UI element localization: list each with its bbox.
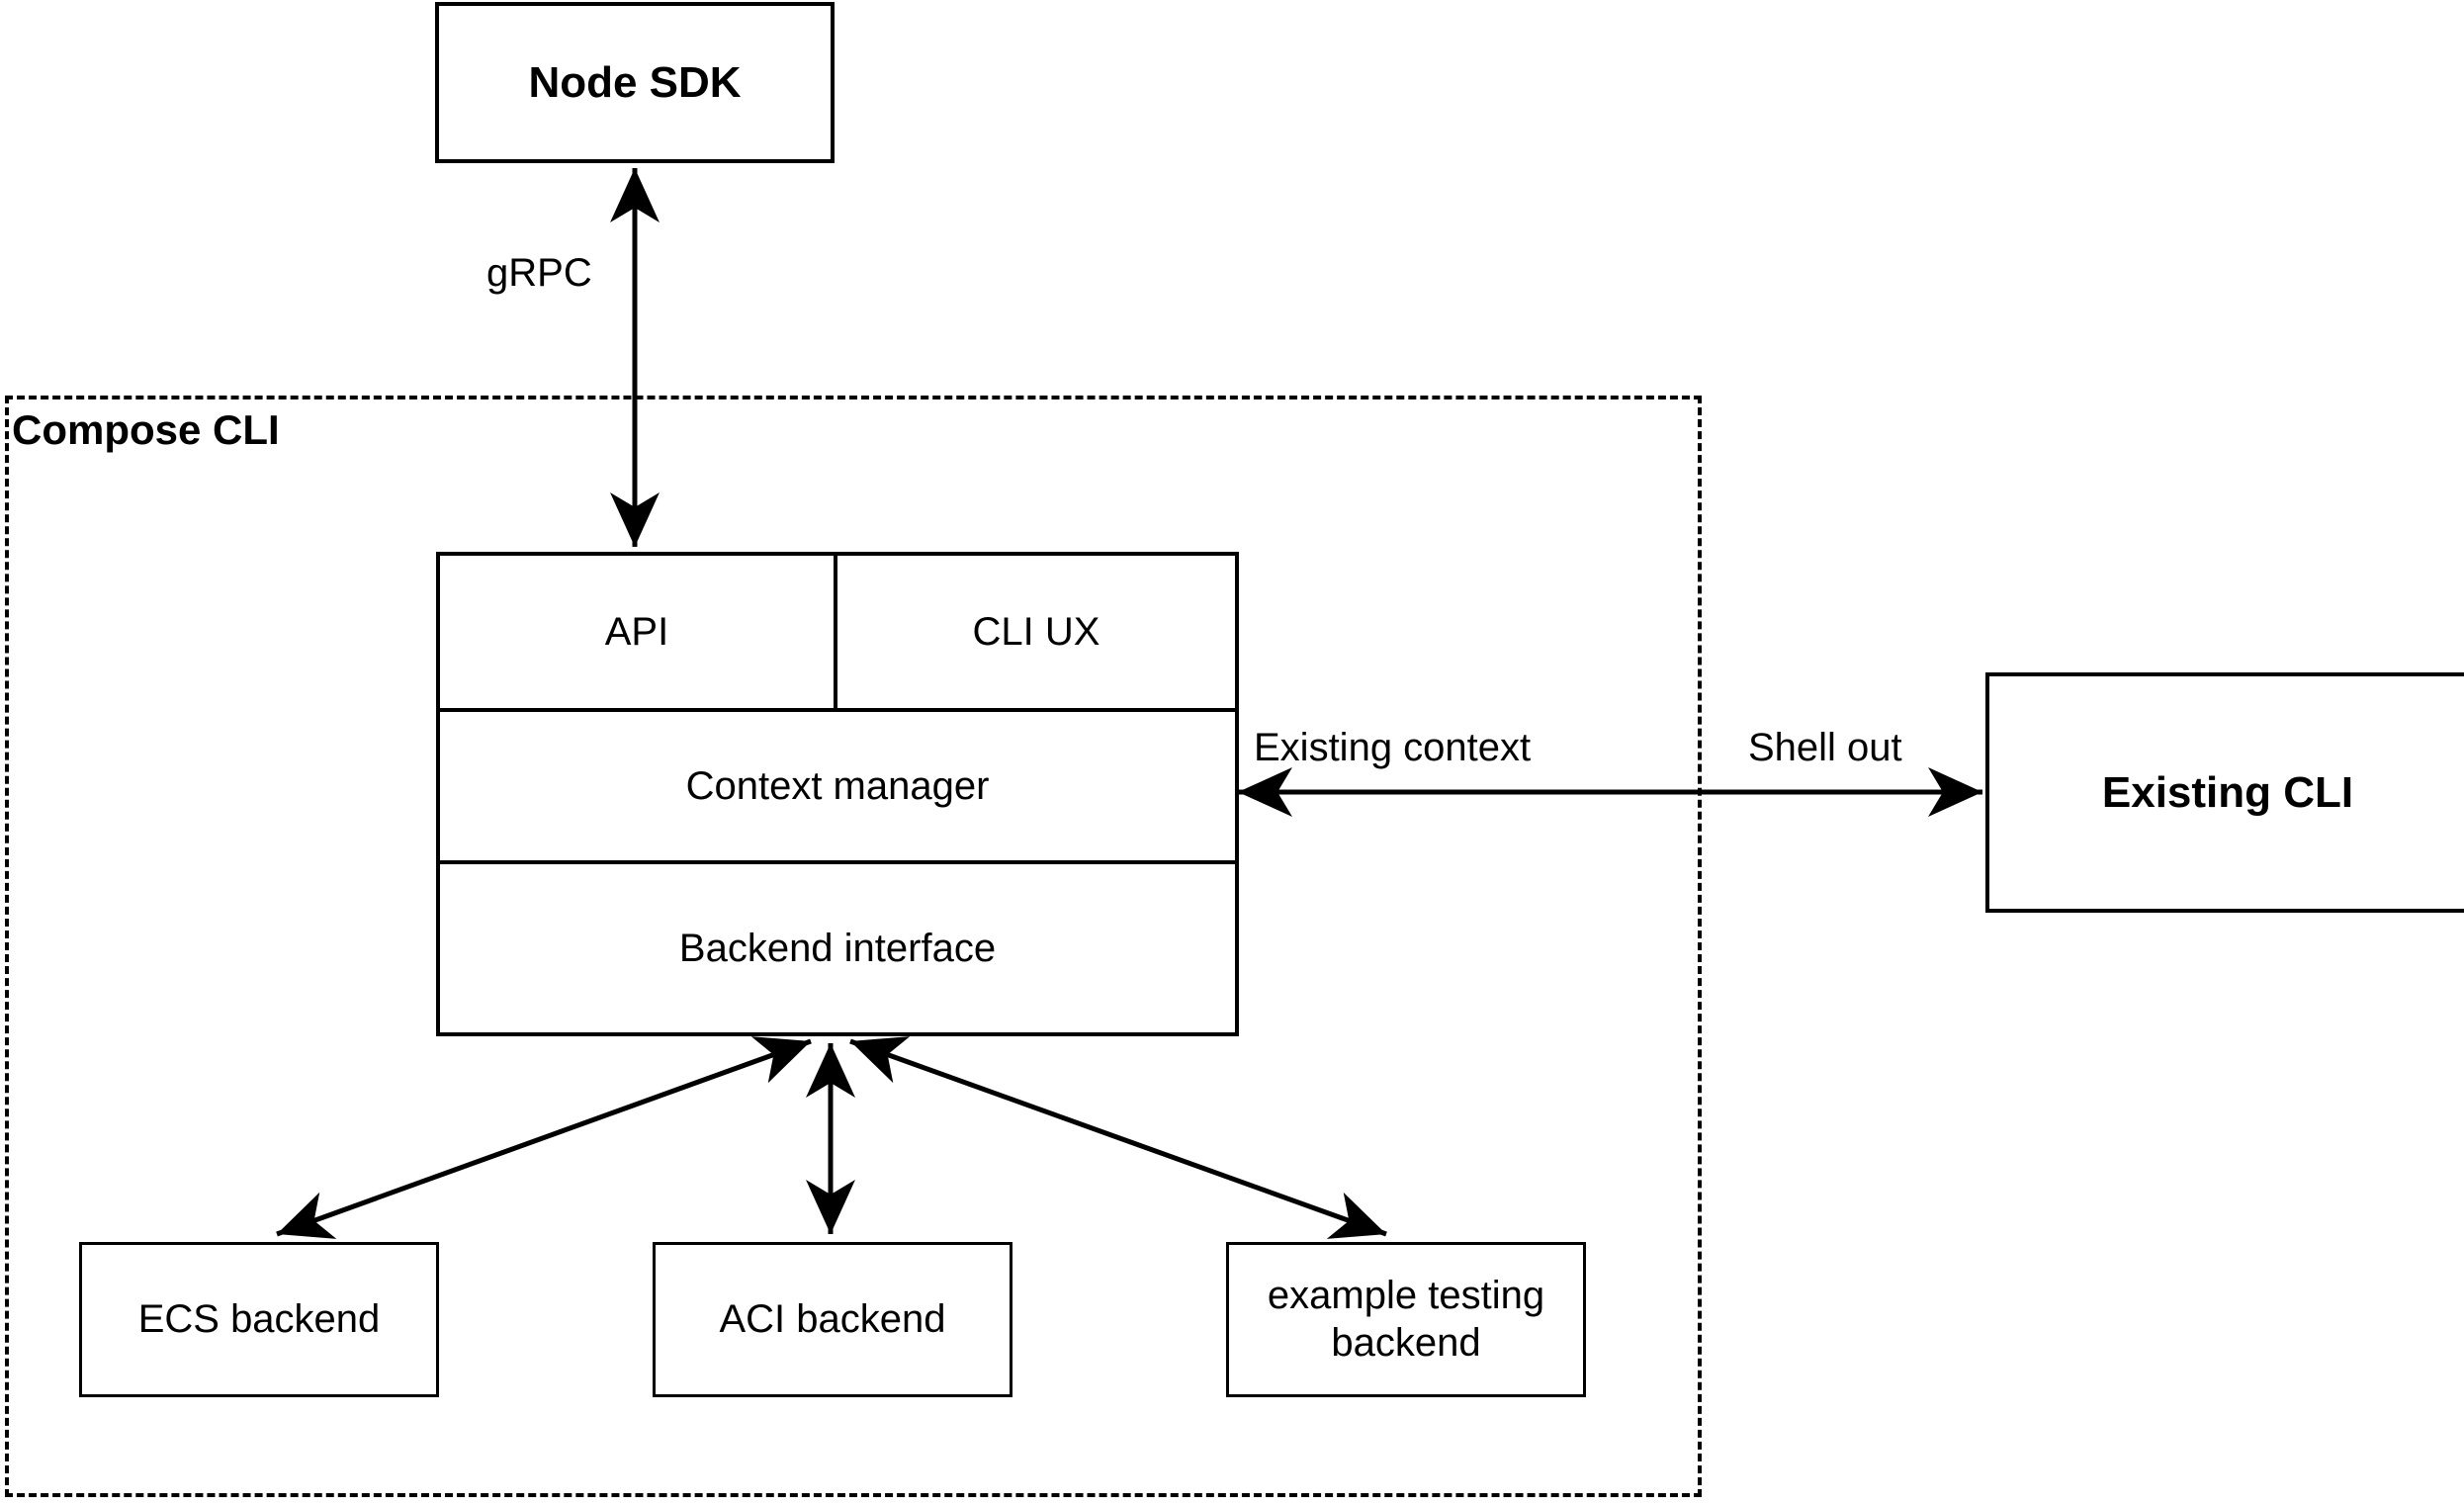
compose-cli-boundary	[5, 396, 1702, 1497]
stack-row-api-cliux: API CLI UX	[440, 556, 1235, 712]
node-backend-interface-label: Backend interface	[678, 926, 997, 970]
edge-backend-example	[849, 1036, 1387, 1239]
node-node-sdk-label: Node SDK	[528, 57, 742, 107]
stack-row-backend-interface: Backend interface	[440, 864, 1235, 1032]
node-cli-ux-label: CLI UX	[972, 609, 1100, 654]
node-node-sdk[interactable]: Node SDK	[435, 2, 835, 163]
node-example-testing-backend[interactable]: example testing backend	[1226, 1242, 1586, 1397]
node-existing-cli-label: Existing CLI	[2101, 767, 2354, 817]
node-example-testing-backend-label: example testing backend	[1268, 1273, 1544, 1366]
node-context-manager[interactable]: Context manager	[440, 712, 1235, 860]
edge-backend-ecs	[276, 1036, 812, 1239]
node-example-testing-backend-label-line2: backend	[1331, 1320, 1481, 1365]
node-example-testing-backend-label-line1: example testing	[1267, 1274, 1545, 1318]
node-ecs-backend-label: ECS backend	[137, 1296, 381, 1341]
stack-row-context-manager: Context manager	[440, 712, 1235, 864]
node-backend-interface[interactable]: Backend interface	[440, 864, 1235, 1032]
node-aci-backend[interactable]: ACI backend	[653, 1242, 1012, 1397]
node-api[interactable]: API	[440, 556, 837, 708]
edge-label-shell-out: Shell out	[1748, 726, 1902, 769]
node-ecs-backend[interactable]: ECS backend	[79, 1242, 439, 1397]
compose-cli-label: Compose CLI	[12, 406, 280, 453]
edge-label-existing-context: Existing context	[1254, 726, 1532, 769]
edge-label-grpc: gRPC	[486, 251, 592, 295]
node-aci-backend-label: ACI backend	[719, 1296, 946, 1341]
node-api-label: API	[604, 609, 669, 654]
compose-cli-stack: API CLI UX Context manager Backend inter…	[436, 552, 1239, 1036]
node-context-manager-label: Context manager	[685, 763, 990, 808]
node-cli-ux[interactable]: CLI UX	[837, 556, 1235, 708]
node-existing-cli[interactable]: Existing CLI	[1985, 672, 2464, 913]
